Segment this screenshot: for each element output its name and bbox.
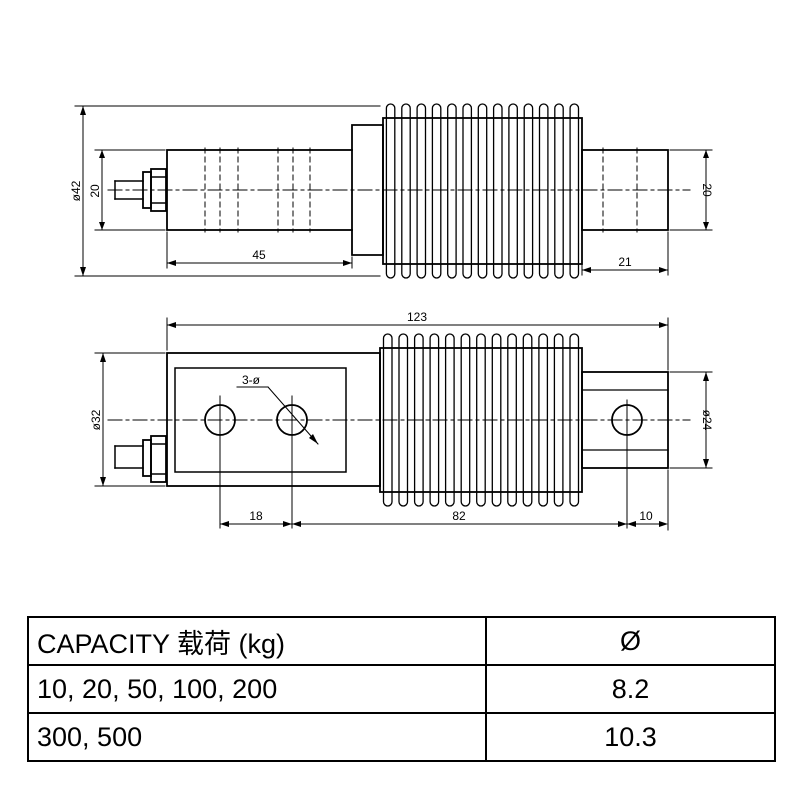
dim-hole-note: 3-ø xyxy=(242,373,261,387)
bellows-fin xyxy=(431,103,442,279)
dim-phi32: ø32 xyxy=(89,409,103,430)
bellows-fin xyxy=(447,103,457,279)
dim-phi24: ø24 xyxy=(700,410,714,431)
bellows-core xyxy=(382,117,583,265)
bellows-fin xyxy=(569,103,580,279)
arrowheads-side xyxy=(100,322,709,527)
diameter-cell: 10.3 xyxy=(485,712,776,762)
side-view: 123 3-ø ø32 ø24 18 82 10 xyxy=(89,310,714,531)
dimension-text-top: ø42 20 20 45 21 xyxy=(69,180,714,269)
spec-table: CAPACITY 载荷 (kg) Ø 10, 20, 50, 100, 200 … xyxy=(27,616,776,762)
bellows-fin xyxy=(477,103,488,279)
bellows-fin xyxy=(523,103,534,279)
bellows-fin xyxy=(508,103,518,279)
table-row: 300, 500 10.3 xyxy=(27,712,776,762)
capacity-header: CAPACITY 载荷 (kg) xyxy=(27,616,487,666)
dimension-text-side: 123 3-ø ø32 ø24 18 82 10 xyxy=(89,310,714,523)
dim-123: 123 xyxy=(407,310,427,324)
dim-20-left: 20 xyxy=(88,184,102,198)
bellows-fin xyxy=(401,103,411,279)
bellows-fin xyxy=(385,103,396,279)
bellows-top xyxy=(382,103,583,279)
dim-45: 45 xyxy=(252,248,266,262)
diameter-cell: 8.2 xyxy=(485,664,776,714)
capacity-cell: 10, 20, 50, 100, 200 xyxy=(27,664,487,714)
hidden-lines-top xyxy=(204,147,638,233)
bellows-fin xyxy=(416,103,427,279)
dim-82: 82 xyxy=(452,509,466,523)
dim-21: 21 xyxy=(618,255,632,269)
bellows-fin xyxy=(538,103,549,279)
bellows-fin xyxy=(462,103,473,279)
mount-block-side xyxy=(166,352,381,487)
top-view: ø42 20 20 45 21 xyxy=(69,103,714,279)
dimension-lines-side xyxy=(94,317,713,531)
table-header-row: CAPACITY 载荷 (kg) Ø xyxy=(27,616,776,666)
shaft-side xyxy=(581,371,669,529)
diameter-header: Ø xyxy=(485,616,776,666)
bellows-fin xyxy=(522,333,533,507)
dim-10: 10 xyxy=(639,509,653,523)
bellows-fin xyxy=(492,103,503,279)
dimension-lines-top xyxy=(74,105,713,277)
dim-20-right: 20 xyxy=(700,183,714,197)
capacity-cell: 300, 500 xyxy=(27,712,487,762)
dim-phi42: ø42 xyxy=(69,180,83,201)
dim-18: 18 xyxy=(249,509,263,523)
arrowheads-top xyxy=(80,106,709,276)
bellows-fin xyxy=(554,103,564,279)
technical-drawing: ø42 20 20 45 21 xyxy=(69,103,714,531)
table-row: 10, 20, 50, 100, 200 8.2 xyxy=(27,664,776,714)
cable-side xyxy=(114,435,167,483)
hole-leader xyxy=(236,386,319,445)
